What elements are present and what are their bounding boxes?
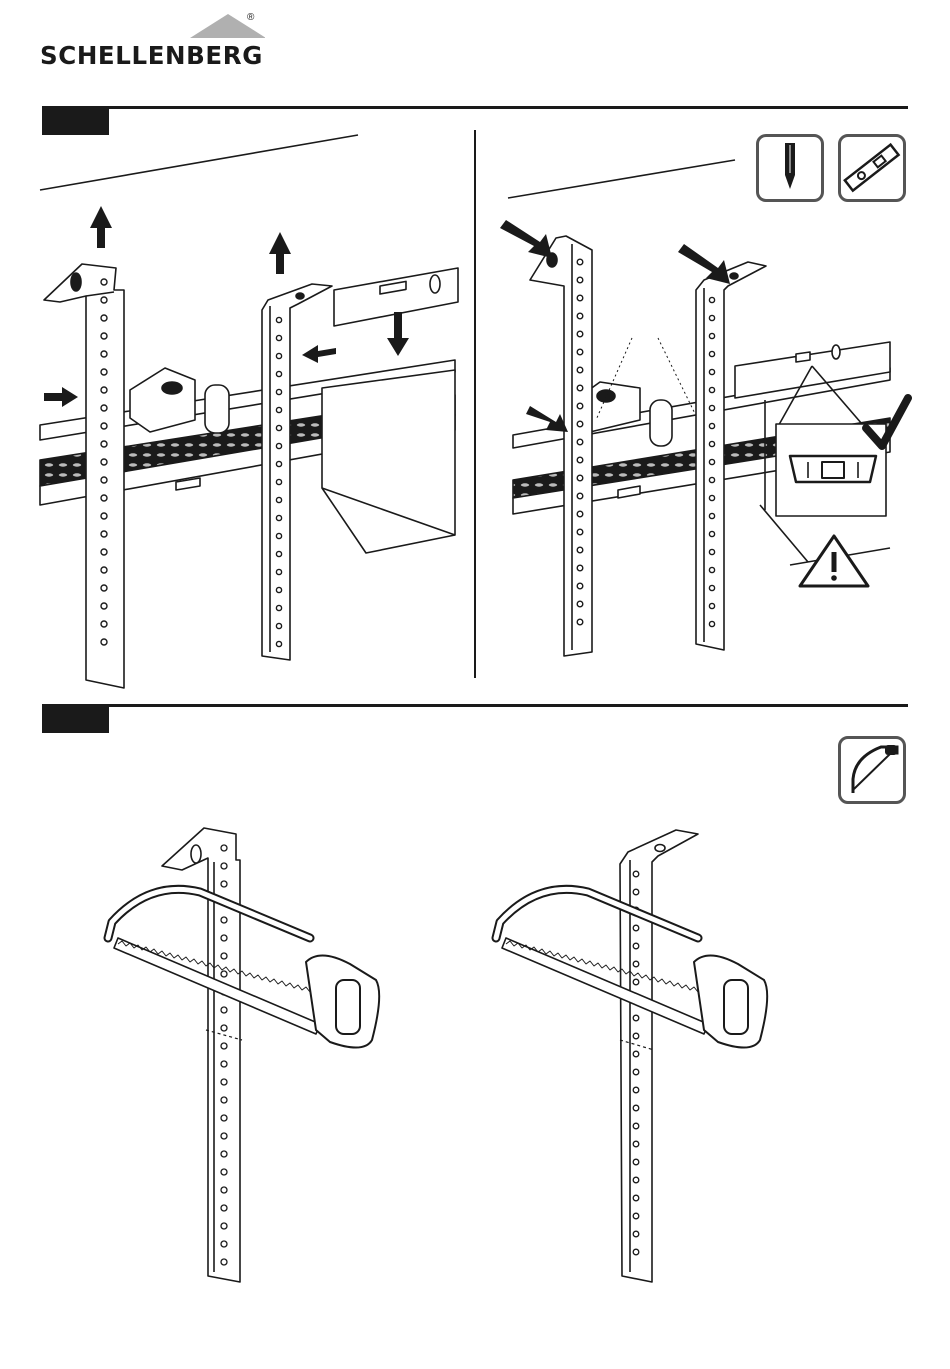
hacksaw-left xyxy=(108,889,379,1047)
cut-bracket-right xyxy=(620,830,698,1282)
